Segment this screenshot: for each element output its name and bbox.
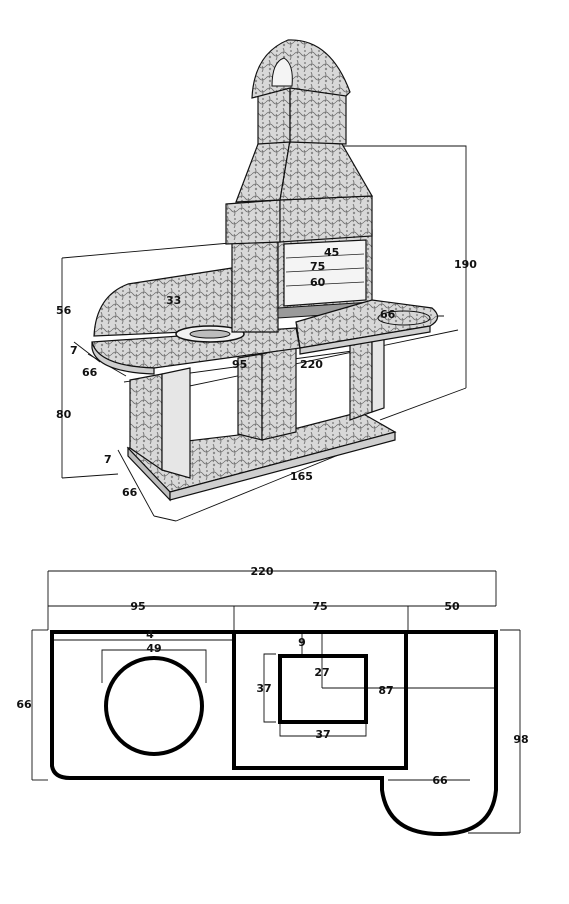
label-plan-left-depth: 66 — [16, 698, 32, 711]
label-fire-width: 45 — [324, 246, 339, 259]
label-fire-mid: 75 — [310, 260, 325, 273]
pillars — [129, 333, 385, 479]
label-width-total: 220 — [300, 358, 323, 371]
label-plan-total-depth: 98 — [513, 733, 528, 746]
label-plan-chimney-span: 87 — [378, 684, 393, 697]
plan-view: 220 95 75 50 4 49 66 98 9 27 37 37 87 66 — [16, 565, 529, 837]
label-right-shelf-depth: 66 — [380, 308, 396, 321]
label-plan-left-width: 95 — [130, 600, 145, 613]
label-width-left: 95 — [232, 358, 247, 371]
label-plan-inner-side-w: 37 — [315, 728, 330, 741]
label-plan-edge-offset: 4 — [146, 628, 154, 641]
label-plan-middle-width: 75 — [312, 600, 327, 613]
plan-dimension-lines — [31, 570, 521, 834]
label-plan-inner-offset: 9 — [298, 636, 306, 649]
label-plan-sink-diameter: 49 — [146, 642, 161, 655]
label-plan-inner-side-h: 37 — [256, 682, 271, 695]
label-depth-left: 66 — [82, 366, 98, 379]
label-plan-right-width: 50 — [444, 600, 460, 613]
perspective-labels: 190 56 80 7 7 66 66 66 33 95 220 165 45 … — [56, 246, 477, 499]
plan-outline — [50, 630, 498, 837]
perspective-view: 190 56 80 7 7 66 66 66 33 95 220 165 45 … — [56, 39, 477, 522]
label-slab-bottom: 7 — [104, 453, 112, 466]
label-fire-low: 60 — [310, 276, 326, 289]
label-backwall-h: 33 — [166, 294, 181, 307]
label-width-base: 165 — [290, 470, 313, 483]
label-plan-inner-depth: 27 — [314, 666, 329, 679]
base-slab — [126, 411, 397, 502]
plan-labels: 220 95 75 50 4 49 66 98 9 27 37 37 87 66 — [16, 565, 528, 787]
right-shelf — [295, 299, 439, 355]
firebox-block — [231, 229, 373, 333]
label-height-total: 190 — [454, 258, 477, 271]
label-depth-base: 66 — [122, 486, 138, 499]
label-backwall-height: 56 — [56, 304, 72, 317]
left-counter — [91, 267, 301, 375]
label-counter-height: 80 — [56, 408, 72, 421]
label-slab-top: 7 — [70, 344, 78, 357]
label-plan-round-shelf-depth: 66 — [432, 774, 448, 787]
chimney — [225, 39, 374, 245]
label-plan-total-width: 220 — [251, 565, 274, 578]
